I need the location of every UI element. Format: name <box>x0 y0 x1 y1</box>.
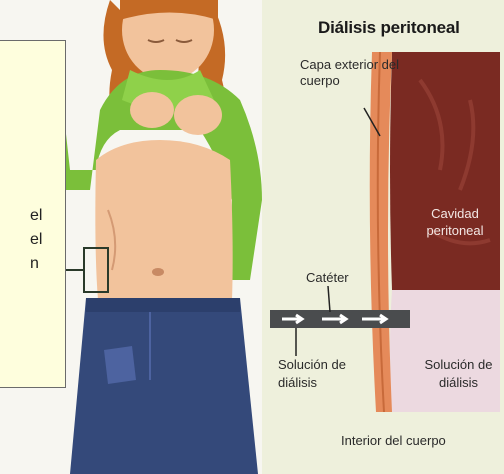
hand-left <box>130 92 174 128</box>
jeans-pocket <box>104 346 136 384</box>
cavity-label: Cavidad peritoneal <box>420 205 490 239</box>
catheter-label: Catéter <box>306 270 349 285</box>
callout-text-line3: n <box>30 255 39 273</box>
hand-right <box>174 95 222 135</box>
solution-in-label: Solución de diálisis <box>278 356 368 392</box>
torso <box>95 140 232 300</box>
jeans-waistband <box>86 298 240 312</box>
outer-layer-label: Capa exterior del cuerpo <box>300 57 410 89</box>
solution-out-label: Solución de diálisis <box>416 356 501 392</box>
diagram-title: Diálisis peritoneal <box>318 18 460 38</box>
callout-text-line1: el <box>30 207 42 225</box>
dialysis-solution-pool <box>390 290 500 412</box>
callout-box: el el n <box>0 40 66 388</box>
child-figure <box>50 0 262 474</box>
belly-button <box>152 268 164 276</box>
jeans <box>70 298 258 474</box>
callout-text-line2: el <box>30 231 42 249</box>
interior-label: Interior del cuerpo <box>341 433 446 448</box>
